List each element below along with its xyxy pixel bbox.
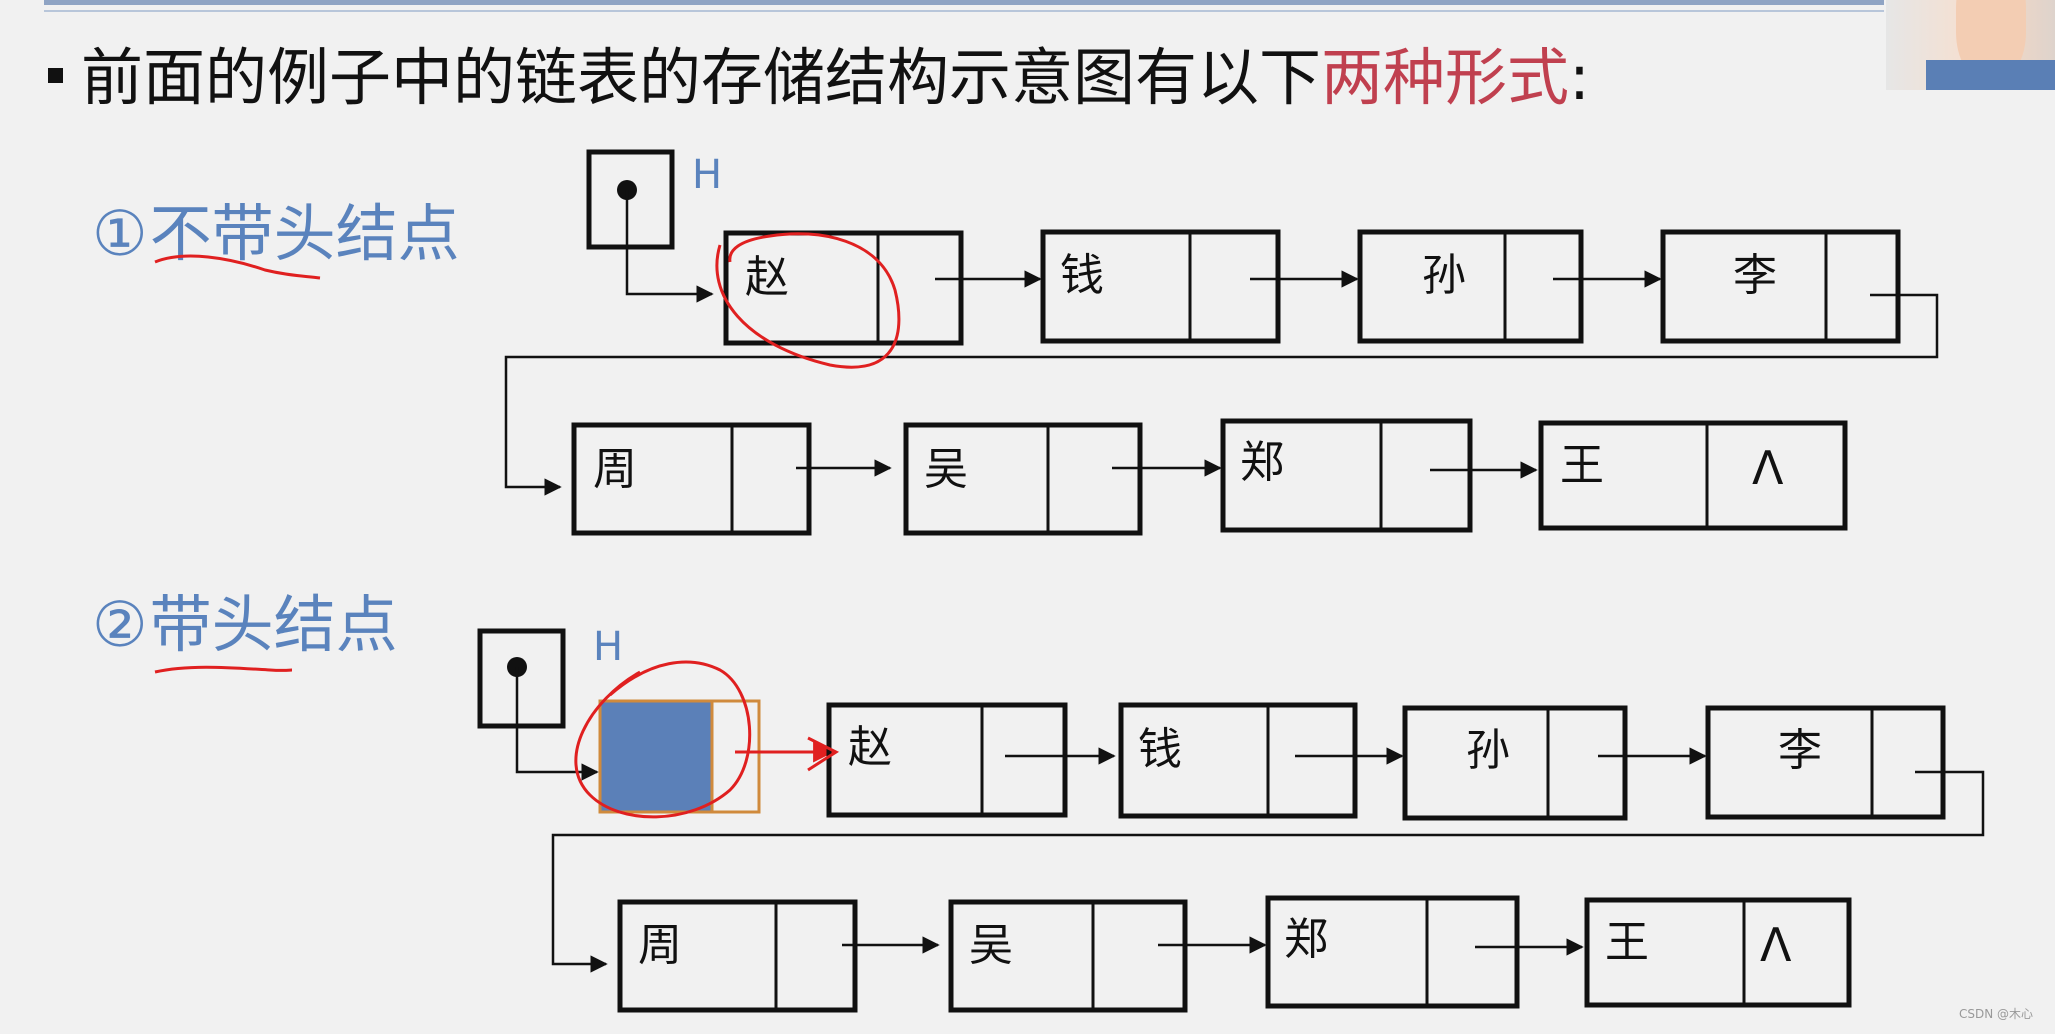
node-data: 吴 [969,920,1013,971]
red-underline-annotation [154,665,293,674]
head-pointer-arrow [515,667,599,781]
node-data: 李 [1733,250,1777,301]
list-node: 孙 [1402,705,1628,821]
red-arrowhead-annotation [807,736,840,772]
title-rule-thin [44,10,1884,12]
presenter-shirt [1926,60,2055,90]
heading-highlight: 两种形式 [1321,41,1570,114]
list-node: 吴 [948,899,1188,1013]
bullet-icon [48,67,63,83]
wrap-pointer-arrow [551,770,1985,973]
node-data: 孙 [1422,250,1466,301]
null-pointer-symbol: Λ [1752,441,1784,495]
node-data: 吴 [924,444,968,495]
null-pointer-symbol: Λ [1760,918,1792,972]
list-node: 吴 [903,422,1143,536]
presenter-webcam-overlay [1886,0,2055,90]
head-pointer-label: H [593,624,623,670]
diagram-with-head-node: H 赵 钱 孙 李 [154,624,1985,1013]
node-data: 赵 [745,252,789,303]
node-data: 王 [1560,440,1604,491]
red-circle-annotation [574,660,752,819]
node-data: 钱 [1138,724,1182,775]
head-pointer-box [586,149,675,250]
node-data: 钱 [1060,250,1104,301]
head-pointer-arrow [625,190,714,303]
watermark: CSDN @木心 [1958,1007,2033,1021]
red-underline-annotation [154,254,321,280]
list-node: 赵 [723,230,964,346]
node-data: 李 [1778,725,1822,776]
title-rule [44,0,1884,5]
node-data: 赵 [848,722,892,773]
head-node [598,699,761,814]
list-node: 赵 [826,702,1068,818]
head-pointer-box [477,628,566,729]
list-node: 李 [1660,229,1901,344]
section-number: ② [92,588,148,661]
slide-heading: 前面的例子中的链表的存储结构示意图有以下两种形式: [48,32,1590,114]
section-number: ① [92,197,148,270]
list-node-tail: 王 Λ [1584,897,1852,1008]
section-label: 带头结点 [149,588,398,661]
list-node: 周 [617,899,858,1013]
node-data: 孙 [1466,725,1510,776]
node-data: 郑 [1284,914,1328,965]
head-node-data-field [598,699,714,814]
list-node: 李 [1705,705,1946,820]
list-node: 孙 [1357,229,1584,344]
list-node: 周 [571,422,812,536]
node-data: 王 [1605,917,1649,968]
list-node-tail: 王 Λ [1538,420,1848,531]
node-data: 周 [593,444,637,495]
list-node: 钱 [1040,229,1281,344]
node-data: 郑 [1240,437,1284,488]
head-pointer-label: H [692,152,722,198]
wrap-pointer-arrow [504,293,1939,496]
heading-text: 前面的例子中的链表的存储结构示意图有以下 [81,41,1322,114]
list-node: 郑 [1220,418,1473,533]
red-circle-annotation [715,232,901,369]
list-node: 钱 [1118,702,1358,819]
heading-colon: : [1569,41,1590,114]
section-title-with-head-node: ②带头结点 [92,574,398,664]
node-data: 周 [638,920,682,971]
diagram-without-head-node: H 赵 钱 孙 李 周 [154,149,1939,536]
list-node: 郑 [1265,895,1520,1009]
